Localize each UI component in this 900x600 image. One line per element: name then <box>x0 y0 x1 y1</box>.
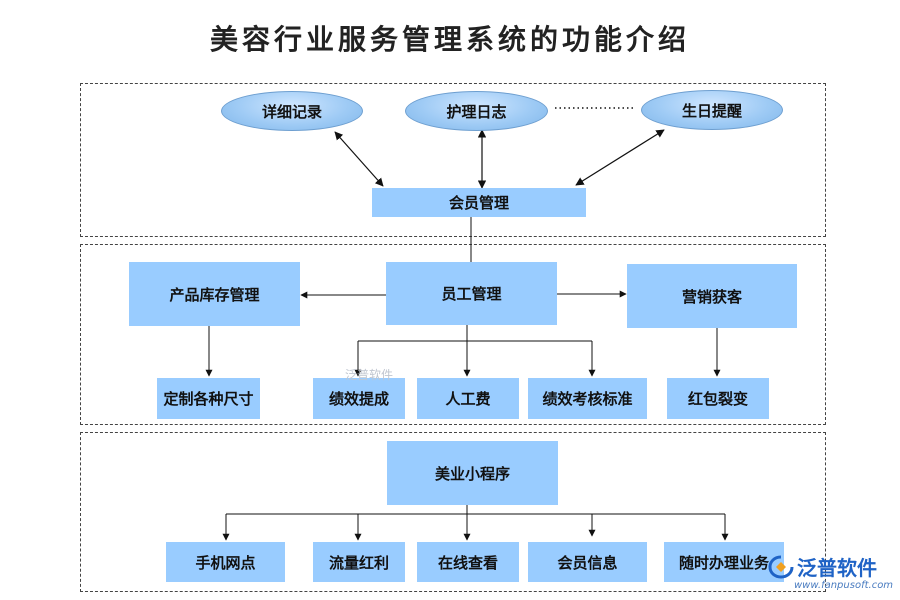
node-staff-management: 员工管理 <box>386 262 557 325</box>
node-traffic-bonus: 流量红利 <box>313 542 405 582</box>
watermark-faint: 泛普软件 <box>345 368 394 382</box>
brand-url: www.fanpusoft.com <box>794 580 894 591</box>
node-online-view: 在线查看 <box>417 542 519 582</box>
node-commission: 绩效提成 <box>313 378 405 419</box>
node-mobile-outlet: 手机网点 <box>166 542 285 582</box>
brand-logo-icon <box>768 555 794 579</box>
node-mini-program: 美业小程序 <box>387 441 558 505</box>
brand-watermark: 泛普软件 <box>768 552 877 581</box>
node-anytime-business: 随时办理业务 <box>664 542 784 582</box>
node-member-management: 会员管理 <box>372 188 586 217</box>
section-miniprogram <box>80 432 826 592</box>
node-member-info: 会员信息 <box>528 542 647 582</box>
node-red-packet: 红包裂变 <box>667 378 769 419</box>
node-custom-size: 定制各种尺寸 <box>157 378 260 419</box>
node-birthday-reminder: 生日提醒 <box>641 90 783 130</box>
brand-name: 泛普软件 <box>797 556 877 580</box>
node-kpi-standard: 绩效考核标准 <box>528 378 647 419</box>
node-inventory-management: 产品库存管理 <box>129 262 300 326</box>
node-detail-record: 详细记录 <box>221 91 363 131</box>
section-staff <box>80 244 826 425</box>
arrow-birthday-member <box>575 129 665 186</box>
node-marketing: 营销获客 <box>627 264 797 328</box>
page-title: 美容行业服务管理系统的功能介绍 <box>209 23 690 56</box>
node-labor-cost: 人工费 <box>417 378 519 419</box>
arrow-record-member <box>334 131 384 187</box>
node-care-log: 护理日志 <box>405 91 548 131</box>
section-member <box>80 83 826 237</box>
